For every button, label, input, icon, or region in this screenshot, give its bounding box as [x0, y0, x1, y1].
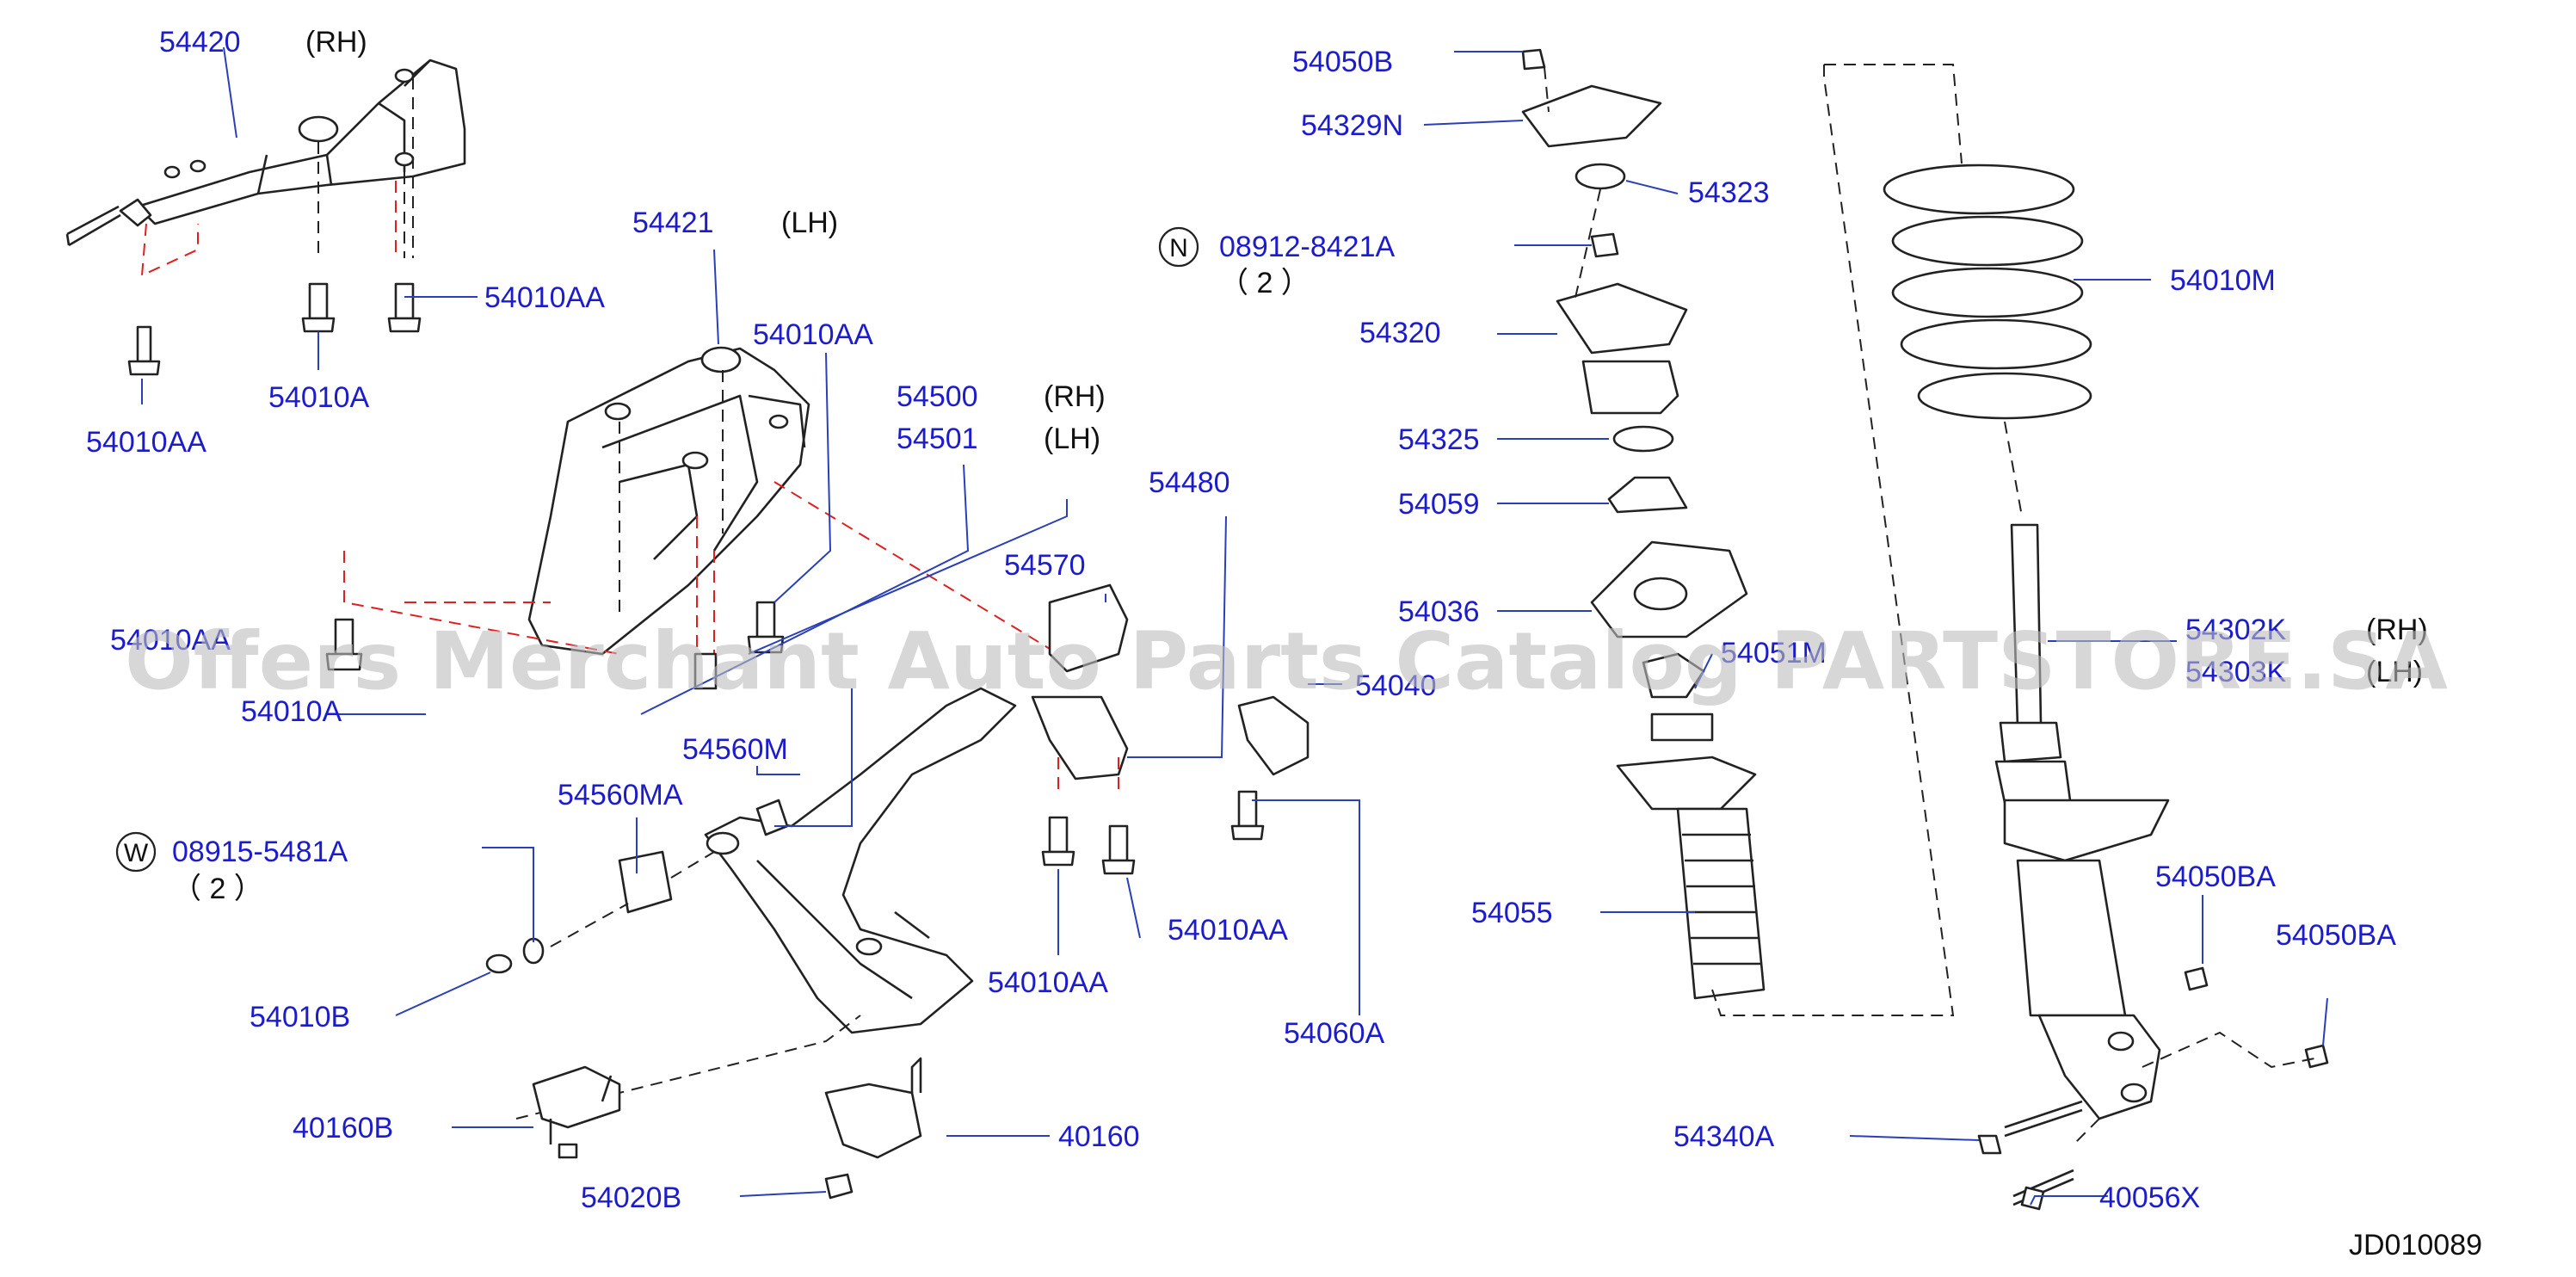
- label-54010aa-top-right[interactable]: 54010AA: [484, 281, 605, 314]
- label-54302k[interactable]: 54302K: [2185, 614, 2287, 646]
- circle-w-badge: [115, 831, 157, 873]
- label-54010aa-mid[interactable]: 54010AA: [753, 318, 873, 351]
- side-lh-3: (LH): [2366, 656, 2423, 688]
- label-54020b[interactable]: 54020B: [581, 1181, 681, 1214]
- label-54010m[interactable]: 54010M: [2170, 264, 2276, 297]
- side-lh-2: (LH): [1044, 423, 1100, 455]
- label-08915-5481a[interactable]: 08915-5481A: [172, 836, 348, 868]
- lower-arm-drawing: [485, 687, 1017, 1200]
- label-54323[interactable]: 54323: [1688, 176, 1770, 209]
- coil-spring-drawing: [1711, 64, 2092, 1016]
- label-54340a[interactable]: 54340A: [1673, 1120, 1775, 1153]
- label-08912-8421a[interactable]: 08912-8421A: [1219, 231, 1396, 263]
- label-54050ba-1[interactable]: 54050BA: [2155, 861, 2276, 893]
- label-54059[interactable]: 54059: [1398, 488, 1480, 521]
- label-54560ma[interactable]: 54560MA: [558, 779, 683, 811]
- label-40056x[interactable]: 40056X: [2099, 1181, 2200, 1214]
- label-54320[interactable]: 54320: [1359, 317, 1441, 349]
- label-54050ba-2[interactable]: 54050BA: [2276, 919, 2396, 952]
- label-54570[interactable]: 54570: [1004, 549, 1086, 582]
- label-54480[interactable]: 54480: [1149, 466, 1230, 499]
- qty-n: （ 2 ）: [1219, 267, 1310, 299]
- label-54051m[interactable]: 54051M: [1721, 637, 1827, 669]
- label-54010a-left[interactable]: 54010A: [241, 695, 342, 728]
- side-rh-1: (RH): [305, 26, 367, 59]
- watermark-text: Offers Merchant Auto Parts Catalog PARTS…: [125, 615, 2448, 707]
- side-lh-1: (LH): [781, 207, 838, 239]
- label-54055[interactable]: 54055: [1471, 897, 1553, 929]
- label-54303k[interactable]: 54303K: [2185, 656, 2287, 688]
- leader-lines: [141, 46, 2328, 1206]
- stabilizer-drawing: [1031, 583, 1310, 875]
- qty-w: （ 2 ）: [172, 873, 263, 905]
- label-54060a[interactable]: 54060A: [1284, 1017, 1385, 1050]
- label-54050b[interactable]: 54050B: [1292, 46, 1393, 78]
- label-40160[interactable]: 40160: [1058, 1120, 1140, 1153]
- label-54010b[interactable]: 54010B: [250, 1001, 350, 1033]
- label-54010a-top-left[interactable]: 54010A: [268, 381, 370, 414]
- strut-drawing: [1977, 523, 2329, 1211]
- label-54010aa-bottom-1[interactable]: 54010AA: [988, 966, 1108, 999]
- label-54421[interactable]: 54421: [632, 207, 714, 239]
- member-54420-drawing: [65, 59, 466, 376]
- circle-n-badge: [1158, 226, 1199, 268]
- label-54040[interactable]: 54040: [1355, 669, 1437, 702]
- label-54010aa-top-left[interactable]: 54010AA: [86, 426, 206, 459]
- side-rh-3: (RH): [2366, 614, 2428, 646]
- circle-n-letter: N: [1169, 234, 1188, 262]
- label-54329n[interactable]: 54329N: [1301, 109, 1403, 142]
- label-54036[interactable]: 54036: [1398, 595, 1480, 628]
- label-54010aa-bottom-2[interactable]: 54010AA: [1168, 914, 1288, 947]
- circle-w-letter: W: [124, 839, 149, 867]
- label-54420[interactable]: 54420: [159, 26, 241, 59]
- label-54560m[interactable]: 54560M: [682, 733, 788, 766]
- strut-mount-drawing: [1521, 48, 1766, 1000]
- side-rh-2: (RH): [1044, 380, 1106, 413]
- member-54421-drawing: [325, 346, 1059, 690]
- label-54501[interactable]: 54501: [897, 423, 978, 455]
- label-40160b[interactable]: 40160B: [293, 1112, 393, 1144]
- label-54325[interactable]: 54325: [1398, 423, 1480, 456]
- label-54500[interactable]: 54500: [897, 380, 978, 413]
- label-54010aa-left[interactable]: 54010AA: [110, 624, 231, 657]
- diagram-code: JD010089: [2349, 1229, 2482, 1262]
